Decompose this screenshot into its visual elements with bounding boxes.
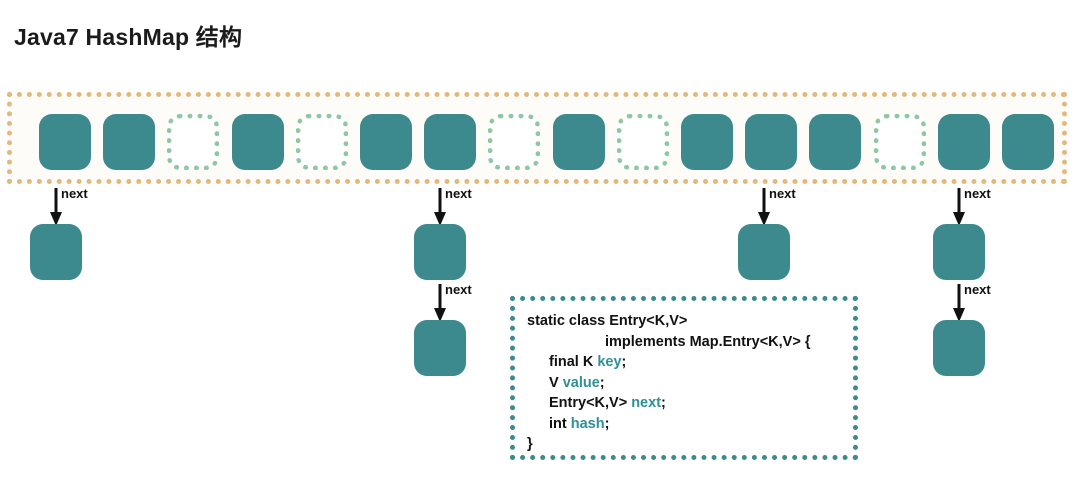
code-token: static class Entry<K,V>: [527, 313, 688, 329]
code-token: V: [549, 374, 563, 391]
next-arrow-label: next: [769, 186, 796, 201]
next-arrow-label: next: [61, 186, 88, 201]
next-arrow-bucket-5-1: next: [432, 282, 472, 324]
code-field-name: hash: [570, 415, 605, 432]
next-arrow-bucket-5-0: next: [432, 186, 472, 228]
code-field-name: key: [597, 354, 622, 371]
code-line-6: }: [527, 434, 845, 455]
bucket-cell-7-empty[interactable]: [488, 114, 541, 170]
code-token: ;: [621, 354, 627, 371]
entry-class-code-box: static class Entry<K,V> implements Map.En…: [510, 296, 858, 460]
code-token: implements Map.Entry<K,V> {: [605, 333, 811, 350]
entry-node-bucket-5-1[interactable]: [414, 320, 466, 376]
next-arrow-label: next: [964, 282, 991, 297]
code-token: ;: [661, 395, 666, 412]
bucket-cell-10-filled[interactable]: [681, 114, 733, 170]
next-arrow-bucket-11-0: next: [756, 186, 796, 228]
next-arrow-label: next: [445, 282, 472, 297]
code-field-name: value: [562, 374, 600, 391]
bucket-cell-13-empty[interactable]: [873, 114, 926, 170]
code-token: ;: [604, 415, 610, 432]
bucket-cell-1-filled[interactable]: [103, 114, 156, 170]
bucket-cell-11-filled[interactable]: [745, 114, 798, 170]
bucket-cell-0-filled[interactable]: [39, 114, 91, 170]
entry-node-bucket-5-0[interactable]: [414, 224, 466, 280]
bucket-cell-6-filled[interactable]: [424, 114, 477, 170]
code-token: final K: [549, 354, 598, 371]
code-token: int: [549, 415, 571, 432]
next-arrow-bucket-14-1: next: [951, 282, 991, 324]
bucket-cell-15-filled[interactable]: [1002, 114, 1054, 170]
bucket-cell-2-empty[interactable]: [167, 114, 220, 170]
entry-node-bucket-14-1[interactable]: [933, 320, 985, 376]
next-arrow-bucket-0-0: next: [48, 186, 88, 228]
bucket-cell-12-filled[interactable]: [809, 114, 862, 170]
entry-node-bucket-14-0[interactable]: [933, 224, 985, 280]
bucket-cell-4-empty[interactable]: [295, 114, 348, 170]
code-line-3: V value;: [527, 373, 845, 394]
code-token: }: [527, 436, 533, 453]
entry-node-bucket-11-0[interactable]: [738, 224, 790, 280]
code-field-name: next: [631, 395, 662, 412]
code-line-1: implements Map.Entry<K,V> {: [527, 332, 845, 353]
bucket-cell-5-filled[interactable]: [360, 114, 412, 170]
bucket-cell-14-filled[interactable]: [937, 114, 990, 170]
code-line-4: Entry<K,V> next;: [527, 393, 845, 414]
next-arrow-label: next: [445, 186, 472, 201]
bucket-cell-8-filled[interactable]: [552, 114, 605, 170]
bucket-array: [7, 92, 1067, 184]
next-arrow-bucket-14-0: next: [951, 186, 991, 228]
code-line-2: final K key;: [527, 352, 845, 373]
code-token: ;: [599, 374, 605, 391]
next-arrow-label: next: [964, 186, 991, 201]
entry-node-bucket-0-0[interactable]: [30, 224, 82, 280]
bucket-cell-9-empty[interactable]: [616, 114, 669, 170]
page-title: Java7 HashMap 结构: [14, 24, 243, 50]
code-line-5: int hash;: [527, 414, 845, 435]
code-line-0: static class Entry<K,V>: [527, 311, 845, 332]
bucket-cell-3-filled[interactable]: [231, 114, 284, 170]
code-token: Entry<K,V>: [549, 395, 632, 412]
